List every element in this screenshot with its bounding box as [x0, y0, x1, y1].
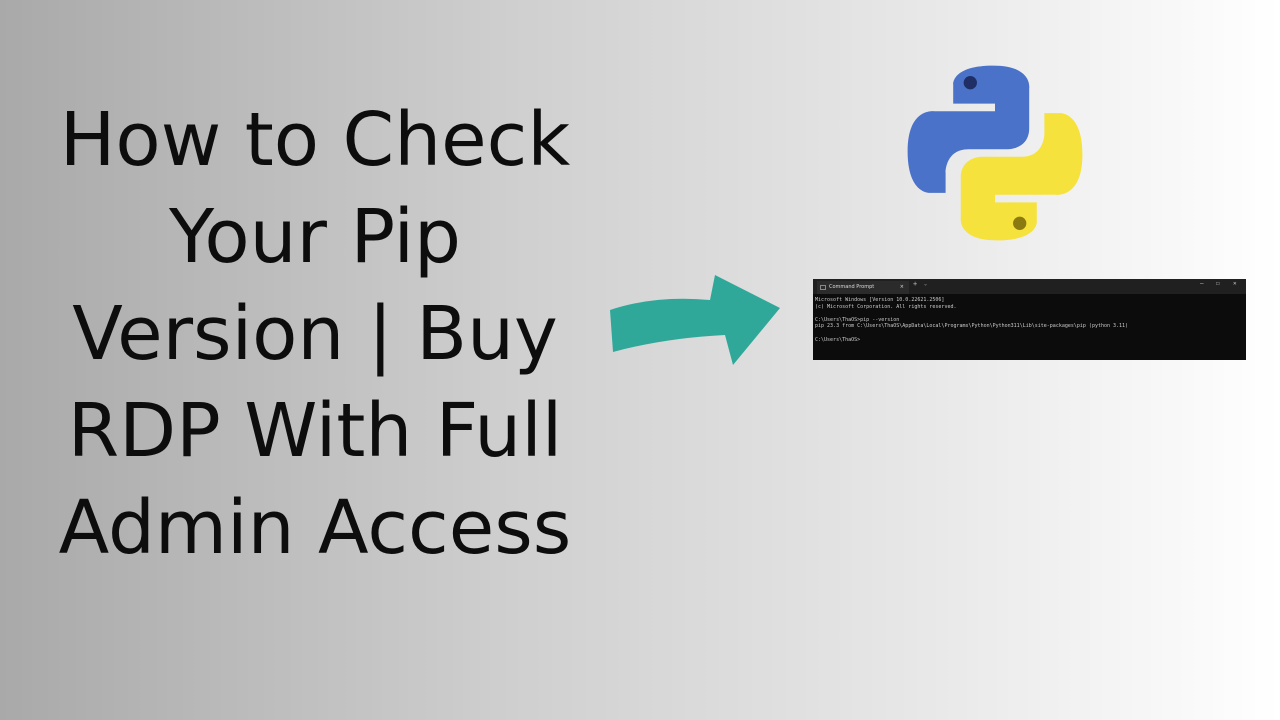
- headline-line: Admin Access: [58, 485, 572, 571]
- terminal-line: [815, 310, 1244, 317]
- minimize-button[interactable]: –: [1200, 280, 1204, 287]
- terminal-line: C:\Users\ThaOS>: [815, 336, 861, 343]
- headline-line: Version | Buy: [72, 291, 558, 377]
- command-prompt-window: Command Prompt × + ⌄ – ☐ ✕ Microsoft Win…: [813, 279, 1246, 360]
- new-tab-button[interactable]: +: [913, 280, 918, 288]
- close-button[interactable]: ✕: [1233, 280, 1237, 287]
- arrow-right-icon: [610, 275, 780, 365]
- maximize-button[interactable]: ☐: [1216, 280, 1220, 287]
- tab-close-icon[interactable]: ×: [899, 284, 904, 290]
- tab-label: Command Prompt: [829, 284, 875, 290]
- terminal-output[interactable]: Microsoft Windows [Version 10.0.22621.25…: [813, 294, 1246, 346]
- headline-line: RDP With Full: [67, 388, 563, 474]
- terminal-line: Microsoft Windows [Version 10.0.22621.25…: [815, 297, 945, 303]
- terminal-icon: [820, 285, 826, 290]
- title-bar: Command Prompt × + ⌄ – ☐ ✕: [813, 279, 1246, 294]
- chevron-down-icon[interactable]: ⌄: [924, 281, 928, 287]
- terminal-line: pip 23.3 from C:\Users\ThaOS\AppData\Loc…: [815, 323, 1129, 330]
- terminal-line: [815, 330, 1244, 337]
- headline-line: How to Check: [59, 97, 571, 183]
- terminal-line: (c) Microsoft Corporation. All rights re…: [815, 303, 957, 310]
- headline-line: Your Pip: [168, 194, 462, 280]
- headline: How to Check Your Pip Version | Buy RDP …: [20, 92, 610, 577]
- python-logo-icon: [907, 65, 1083, 241]
- tab-command-prompt[interactable]: Command Prompt ×: [817, 281, 909, 294]
- terminal-line: C:\Users\ThaOS>pip --version: [815, 316, 900, 323]
